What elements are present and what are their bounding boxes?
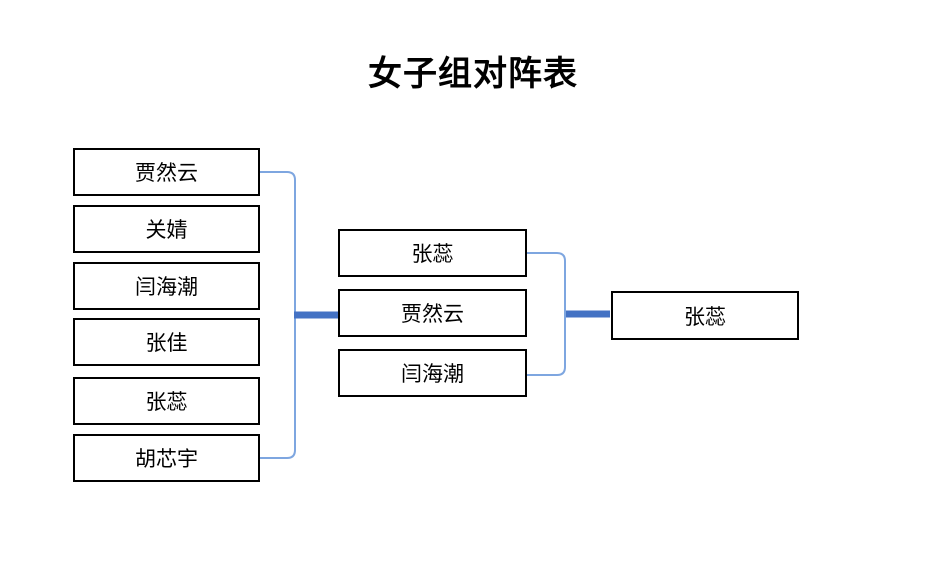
round2-bracket-connector: [527, 252, 566, 376]
player-name: 贾然云: [401, 302, 464, 326]
player-name: 胡芯宇: [135, 447, 198, 471]
player-name: 关婧: [145, 218, 188, 242]
player-name: 闫海潮: [135, 275, 198, 299]
player-name: 张蕊: [145, 390, 188, 414]
round1-player-box: 胡芯宇: [73, 434, 260, 482]
player-name: 贾然云: [135, 161, 198, 185]
player-name: 张佳: [145, 331, 188, 355]
player-name: 张蕊: [684, 304, 726, 329]
round1-player-box: 张佳: [73, 318, 260, 366]
round1-player-box: 闫海潮: [73, 262, 260, 310]
page-title: 女子组对阵表: [368, 56, 578, 93]
round1-player-box: 贾然云: [73, 148, 260, 196]
player-name: 闫海潮: [401, 362, 464, 386]
player-name: 张蕊: [411, 242, 454, 266]
round2-player-box: 闫海潮: [338, 349, 527, 397]
round2-player-box: 贾然云: [338, 289, 527, 337]
final-winner-box: 张蕊: [611, 291, 799, 340]
round1-player-box: 张蕊: [73, 377, 260, 425]
round2-player-box: 张蕊: [338, 229, 527, 277]
round1-player-box: 关婧: [73, 205, 260, 253]
round1-bracket-connector: [260, 171, 296, 459]
